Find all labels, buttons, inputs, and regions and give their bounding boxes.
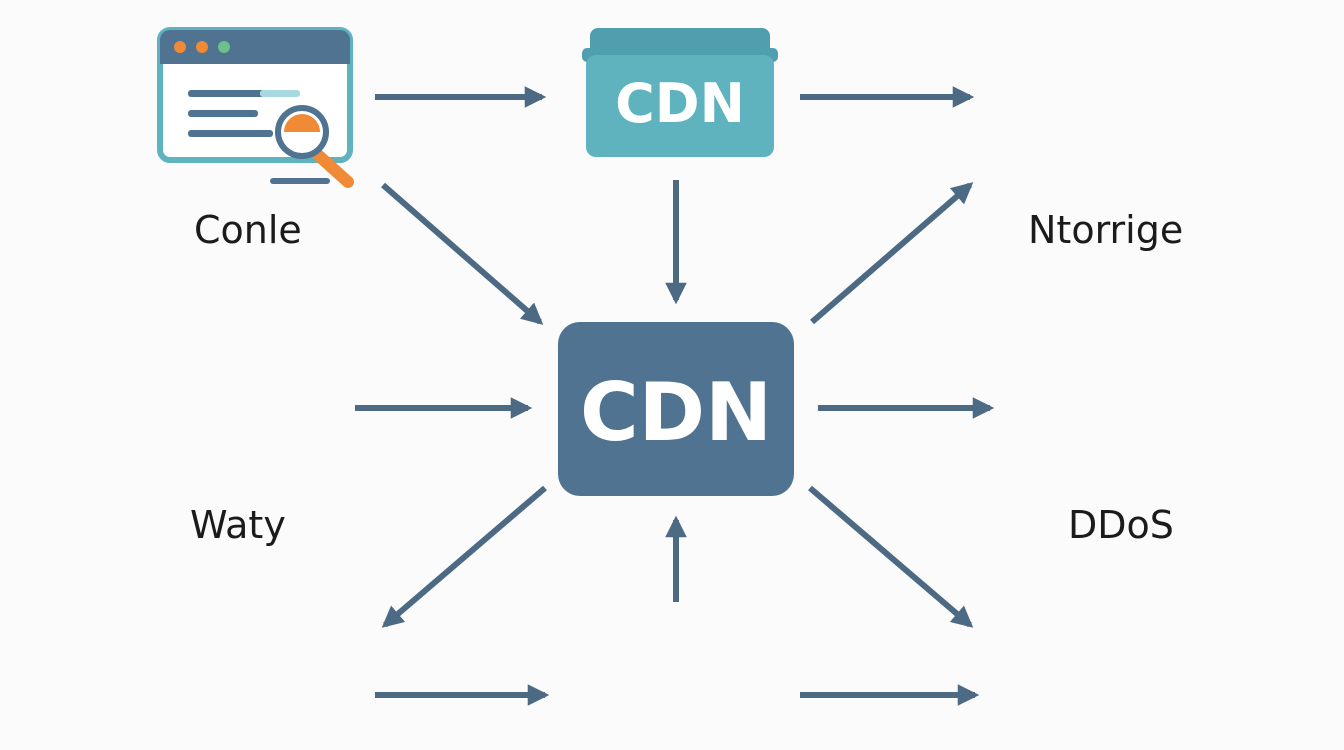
cdn-top-box: CDN: [582, 28, 778, 157]
label-ntorrige: Ntorrige: [1028, 208, 1184, 252]
cdn-top-label: CDN: [615, 72, 745, 135]
label-waty: Waty: [190, 503, 286, 547]
arrow-cdn-center-to-list: [381, 485, 547, 628]
arrow-conle-to-cdn-center: [381, 182, 544, 325]
cdn-center-label: CDN: [580, 366, 772, 459]
arrow-cdn-center-to-dashboard: [808, 485, 974, 628]
arrow-cdn-center-to-ntorrige: [810, 182, 974, 325]
label-conle: Conle: [194, 208, 302, 252]
label-ddos: DDoS: [1068, 503, 1174, 547]
cdn-center-box: CDN: [558, 322, 794, 496]
browser-search-icon: [157, 27, 354, 188]
